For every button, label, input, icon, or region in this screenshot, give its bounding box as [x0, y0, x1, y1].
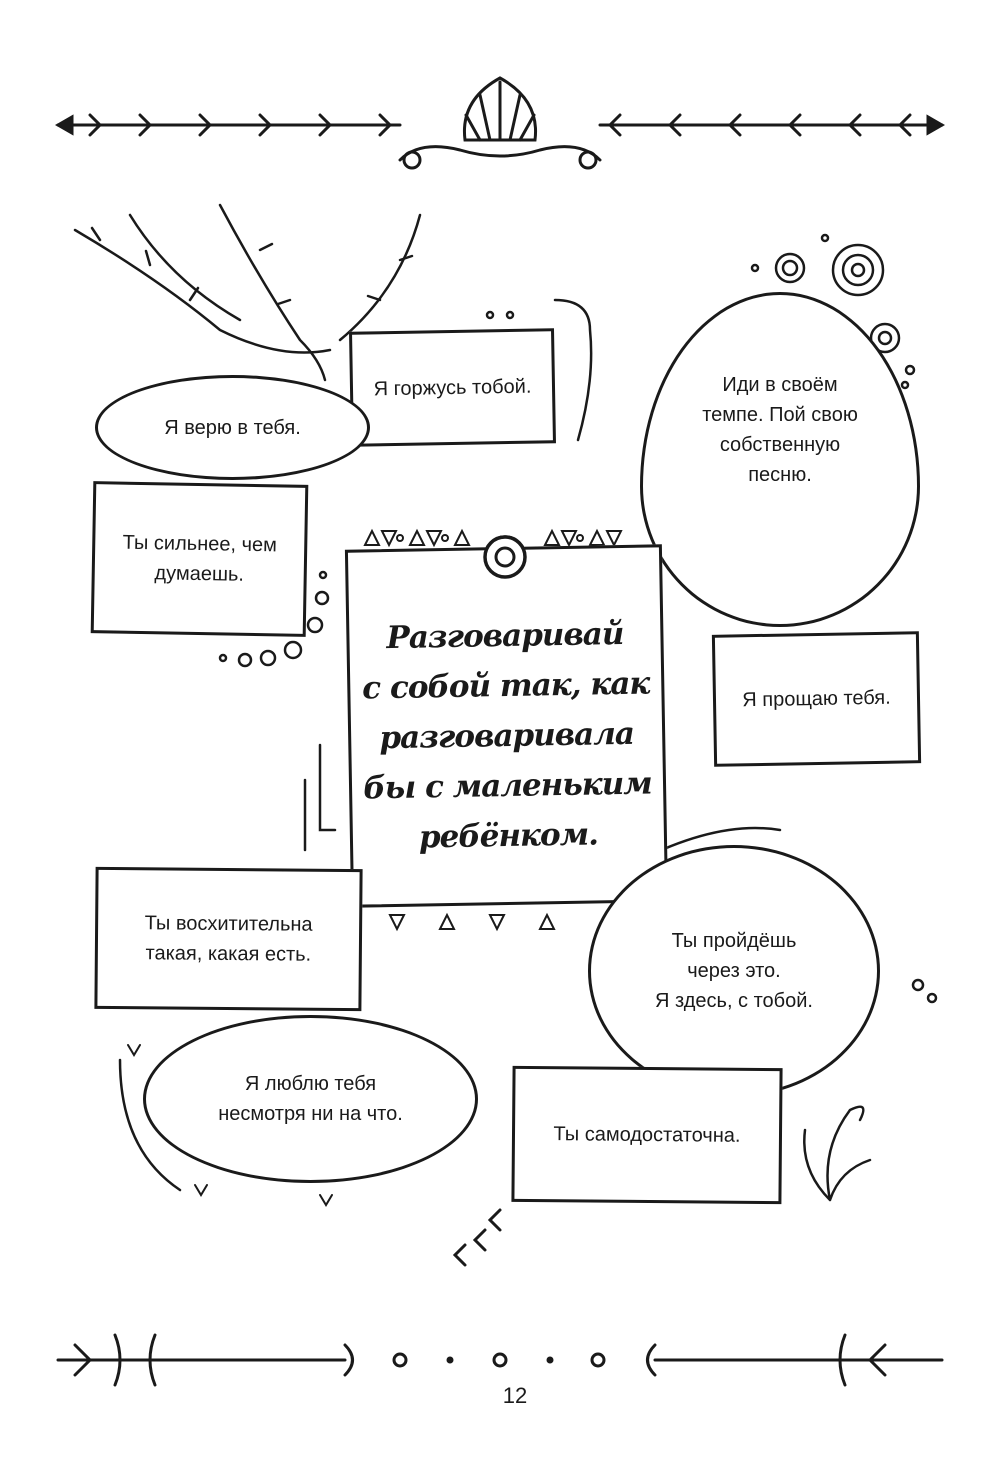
- affirmation-text: несмотря ни на что.: [218, 1103, 403, 1125]
- affirmation-text: через это.: [687, 960, 781, 982]
- affirmation-oval-believe: Я верю в тебя.: [95, 375, 370, 480]
- affirmation-text: Ты восхитительна: [144, 912, 313, 936]
- triangle-ornament: [363, 528, 623, 932]
- page-number: 12: [502, 1383, 528, 1408]
- affirmation-egg-pace: Иди в своём темпе. Пой свою собственную …: [640, 292, 920, 627]
- affirmation-text: Я верю в тебя.: [164, 416, 301, 439]
- flower-ornament: [803, 1105, 872, 1202]
- shell-ornament: [398, 76, 602, 170]
- affirmation-text: песню.: [748, 463, 812, 486]
- affirmation-text: темпе. Пой свою: [702, 403, 858, 426]
- affirmation-text: собственную: [719, 433, 841, 456]
- affirmation-oval-love: Я люблю тебя несмотря ни на что.: [143, 1015, 478, 1183]
- affirmation-text: Ты самодостаточна.: [553, 1123, 741, 1147]
- chevron-ornament: [452, 1208, 502, 1267]
- affirmation-text: Я люблю тебя: [244, 1073, 377, 1095]
- affirmation-box-selfsufficient: Ты самодостаточна.: [511, 1065, 783, 1205]
- vine-ornament: [73, 203, 422, 382]
- bottom-arrow-ornament: [56, 1333, 944, 1387]
- bubble-dots: [218, 310, 938, 1004]
- bracket-strokes: [118, 298, 782, 1192]
- pin-icon: [483, 535, 527, 579]
- top-arrow-right-ornament: [598, 113, 946, 137]
- affirmation-box-admirable: Ты восхитительна такая, какая есть.: [94, 866, 363, 1012]
- top-arrow-left-ornament: [54, 113, 402, 137]
- affirmation-text: Ты пройдёшь: [671, 930, 797, 952]
- affirmation-oval-through: Ты пройдёшь через это. Я здесь, с тобой.: [588, 845, 880, 1097]
- affirmation-text: Иди в своём: [722, 373, 838, 396]
- affirmation-text: Я здесь, с тобой.: [655, 990, 813, 1012]
- heart-icons: [127, 1044, 333, 1207]
- affirmation-text: такая, какая есть.: [145, 942, 312, 966]
